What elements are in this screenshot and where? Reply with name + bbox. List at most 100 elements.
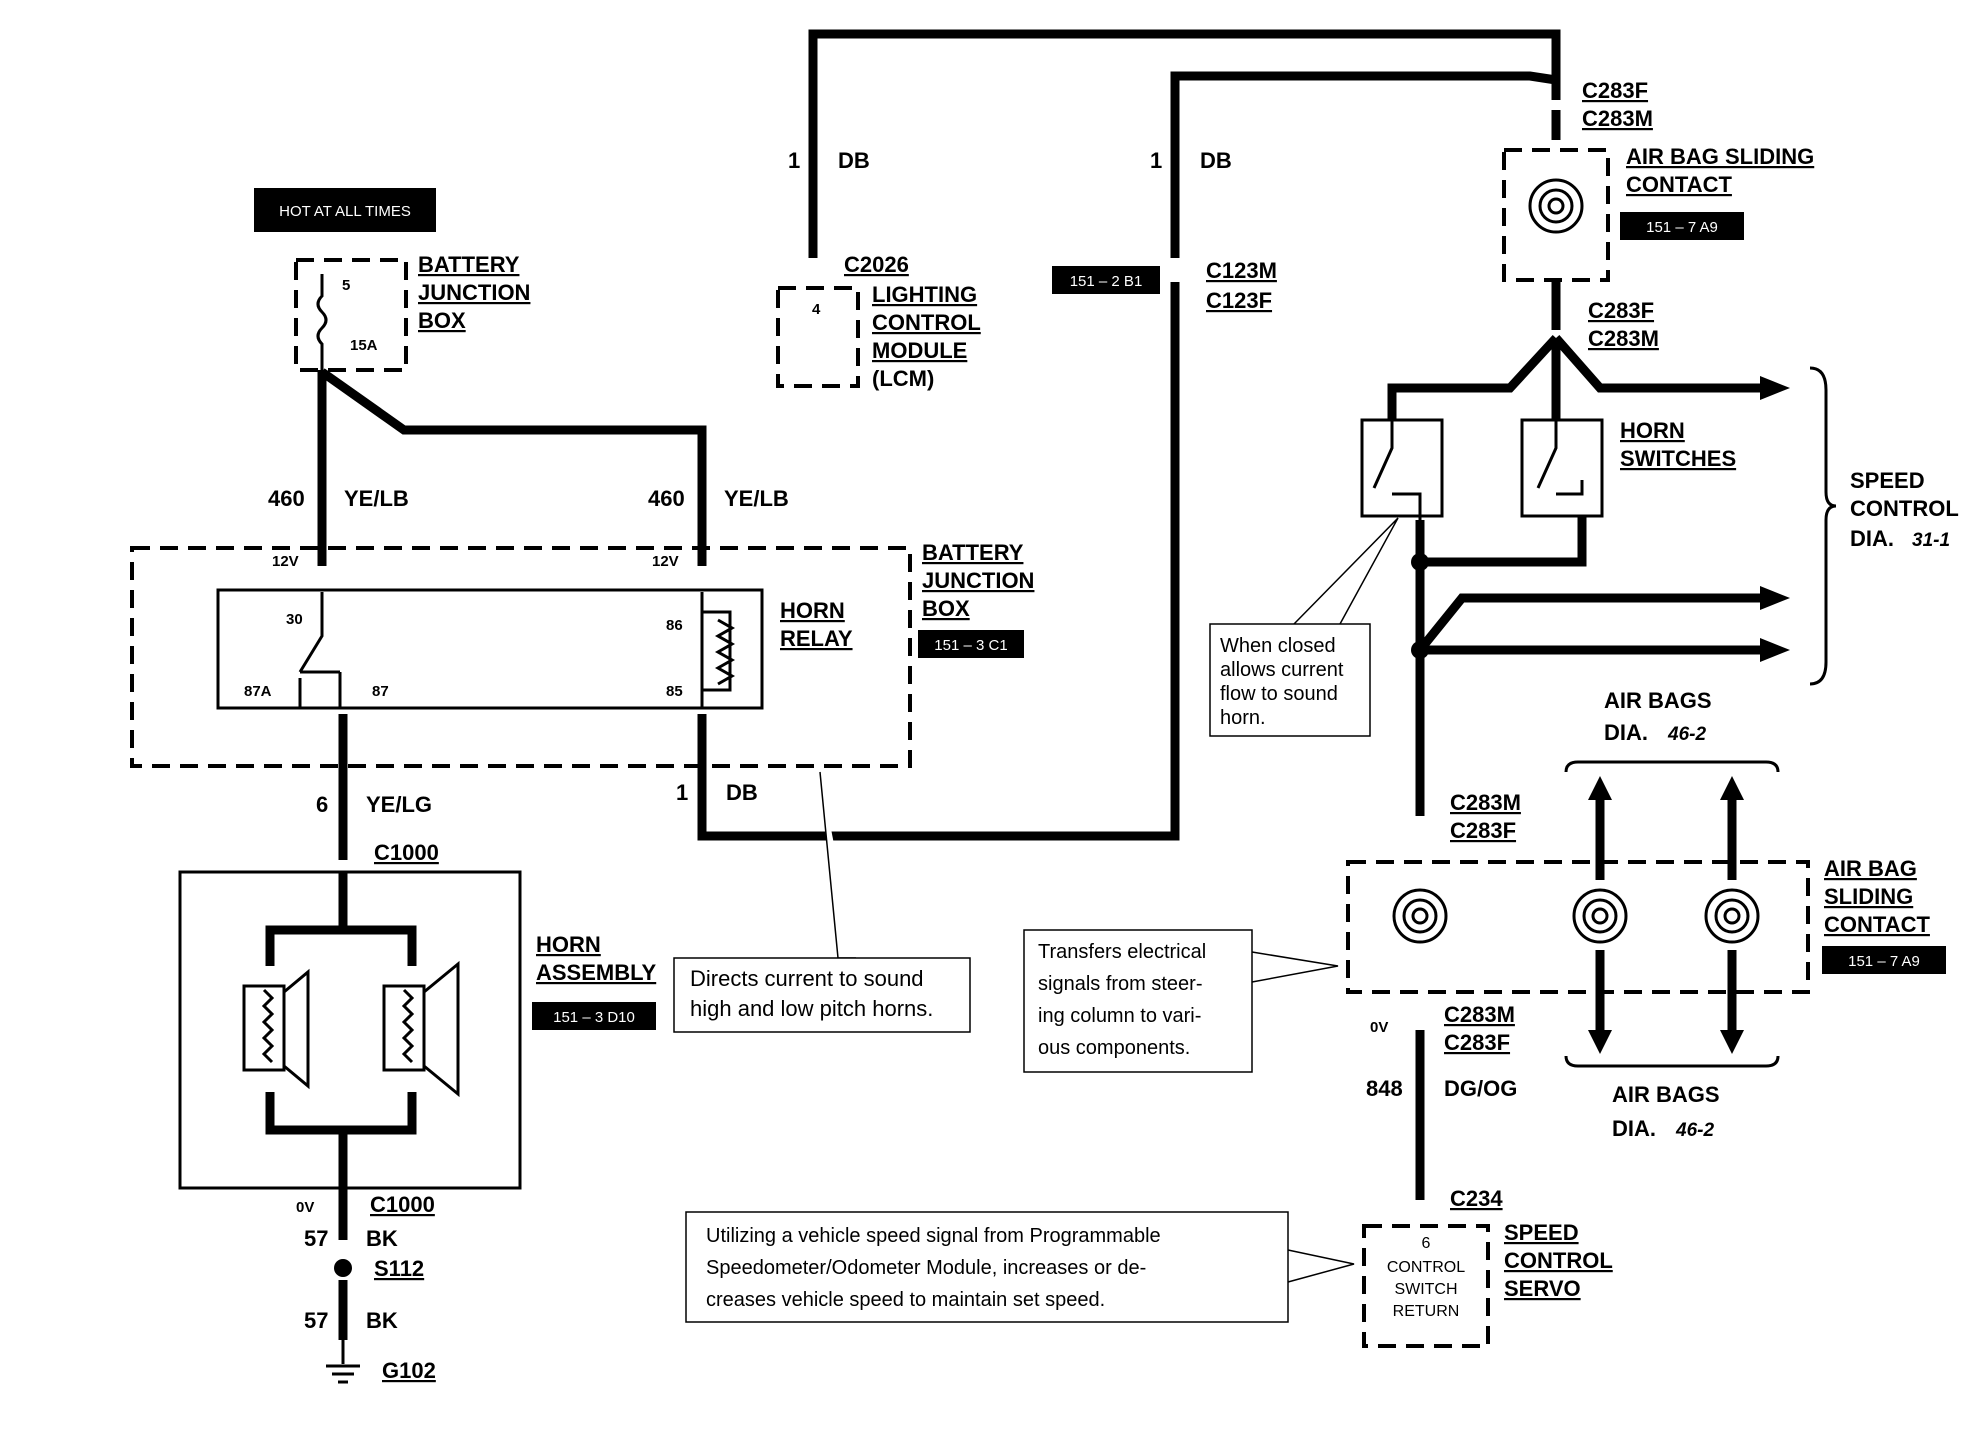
horn-switch-1-contact [1372, 420, 1422, 520]
wire-6-num: 6 [316, 792, 328, 817]
hot-at-all-times-badge [254, 188, 436, 232]
c283f-top-1: C283F [1582, 78, 1648, 103]
servo-note-line-3: creases vehicle speed to maintain set sp… [706, 1289, 1105, 1311]
horn-switch-note-line-3: flow to sound [1220, 683, 1338, 705]
c123-ref-badge [1052, 266, 1160, 294]
sliding-contact-note-line-2: signals from steer- [1038, 973, 1203, 995]
ground-icon [326, 1340, 360, 1384]
c123m: C123M [1206, 258, 1277, 283]
air-bags-bottom-ref-1: AIR BAGS [1612, 1082, 1720, 1107]
sliding-contact-note-line-3: ing column to vari- [1038, 1005, 1201, 1027]
servo-note-box [685, 1211, 1289, 1323]
horn-assembly-ref-label: 151 – 3 D10 [553, 1009, 635, 1026]
servo-inner-1: CONTROL [1387, 1259, 1465, 1276]
relay-pin-85: 85 [666, 683, 683, 700]
wire-1-relay-color: DB [726, 780, 758, 805]
servo-label-1: SPEED [1504, 1220, 1579, 1245]
relay-note-box [673, 957, 971, 1033]
ov-horn: 0V [296, 1199, 314, 1216]
wire-460-left-num: 460 [268, 486, 305, 511]
horn-switch-note-line-4: horn. [1220, 707, 1266, 729]
lcm-label-4: (LCM) [872, 366, 934, 391]
air-bag-top-label-2: CONTACT [1626, 172, 1732, 197]
sliding-contact-note-box [1023, 929, 1253, 1073]
hot-at-all-times-label: HOT AT ALL TIMES [279, 203, 411, 220]
air-bag-top-ref-badge [1620, 212, 1744, 240]
c283m-top-1: C283M [1582, 106, 1653, 131]
wires [317, 29, 1760, 1340]
wire-57-top-num: 57 [304, 1226, 328, 1251]
speed-control-ref-num: 31-1 [1912, 530, 1950, 551]
servo-inner-3: RETURN [1393, 1303, 1460, 1320]
bjb-top-label-2: JUNCTION [418, 280, 530, 305]
servo-label-3: SERVO [1504, 1276, 1581, 1301]
wire-460-right-num: 460 [648, 486, 685, 511]
horn-switches-label-1: HORN [1620, 418, 1685, 443]
horn-relay-label-1: HORN [780, 598, 845, 623]
air-bags-bottom-bracket [1564, 1055, 1780, 1068]
air-bag-bottom-ref-label: 151 – 7 A9 [1848, 953, 1920, 970]
air-bags-top-ref-2: DIA. [1604, 720, 1648, 745]
servo-note-line-1: Utilizing a vehicle speed signal from Pr… [706, 1225, 1161, 1247]
arrow-heads [1588, 376, 1790, 1054]
air-bag-bottom-label-3: CONTACT [1824, 912, 1930, 937]
wire-branch [1387, 334, 1560, 420]
horn-internal-wiring [265, 872, 417, 1188]
horn-assembly [178, 870, 522, 1190]
c283m-top-2: C283M [1588, 326, 1659, 351]
battery-junction-box-relay [130, 546, 912, 768]
sliding-contact-note-line-1: Transfers electrical [1038, 941, 1206, 963]
clockspring-icon-1 [1392, 888, 1448, 944]
speed-control-ref-1: SPEED [1850, 468, 1925, 493]
air-bags-top-ref-num: 46-2 [1667, 724, 1706, 745]
ov-servo: 0V [1370, 1019, 1388, 1036]
horn-switch-note-line-2: allows current [1220, 659, 1344, 681]
air-bag-bottom-label-1: AIR BAG [1824, 856, 1917, 881]
lcm-label-2: CONTROL [872, 310, 981, 335]
wire-1-lcm-num: 1 [788, 148, 800, 173]
c283f-low: C283F [1444, 1030, 1510, 1055]
bjb-top-label-1: BATTERY [418, 252, 520, 277]
bjb-relay-label-1: BATTERY [922, 540, 1024, 565]
air-bag-top-label-1: AIR BAG SLIDING [1626, 144, 1814, 169]
air-bags-top-bracket [1564, 760, 1780, 773]
air-bags-bottom-ref-2: DIA. [1612, 1116, 1656, 1141]
wire-speed-1 [1416, 593, 1760, 653]
horn-high-icon [242, 968, 310, 1090]
air-bags-top-ref-1: AIR BAGS [1604, 688, 1712, 713]
c123f: C123F [1206, 288, 1272, 313]
lcm-pin-4: 4 [812, 301, 821, 318]
air-bag-top-ref-label: 151 – 7 A9 [1646, 219, 1718, 236]
wire-460-right [319, 368, 707, 566]
relay-pin-87a: 87A [244, 683, 272, 700]
lcm-label-1: LIGHTING [872, 282, 977, 307]
horn-low-icon [382, 960, 460, 1098]
lighting-control-module [776, 286, 860, 388]
horn-switches-label-2: SWITCHES [1620, 446, 1736, 471]
wire-db-c123 [1170, 71, 1557, 258]
bjb-relay-label-3: BOX [922, 596, 970, 621]
horn-switch-1 [1360, 418, 1444, 518]
bjb-relay-label-2: JUNCTION [922, 568, 1034, 593]
servo-note-pointer [1287, 1249, 1355, 1283]
wire-57-bottom-color: BK [366, 1308, 398, 1333]
wire-sw-out [1415, 480, 1587, 567]
fuse-symbol [316, 274, 328, 372]
horn-relay-label-2: RELAY [780, 626, 853, 651]
c123-ref-label: 151 – 2 B1 [1070, 273, 1143, 290]
horn-assembly-label-1: HORN [536, 932, 601, 957]
horn-relay [216, 588, 764, 710]
horn-assembly-label-2: ASSEMBLY [536, 960, 657, 985]
voltage-12v-left: 12V [272, 553, 299, 570]
relay-note-line-2: high and low pitch horns. [690, 996, 933, 1021]
horn-switch-note-box [1209, 623, 1371, 737]
speed-control-ref-3: DIA. [1850, 526, 1894, 551]
wire-branch-3 [1552, 335, 1760, 393]
c283f-mid: C283F [1450, 818, 1516, 843]
air-bags-bottom-ref-num: 46-2 [1675, 1120, 1714, 1141]
wire-848-color: DG/OG [1444, 1076, 1517, 1101]
c1000-bottom: C1000 [370, 1192, 435, 1217]
relay-note-line-1: Directs current to sound [690, 966, 924, 991]
wire-57-bottom-num: 57 [304, 1308, 328, 1333]
